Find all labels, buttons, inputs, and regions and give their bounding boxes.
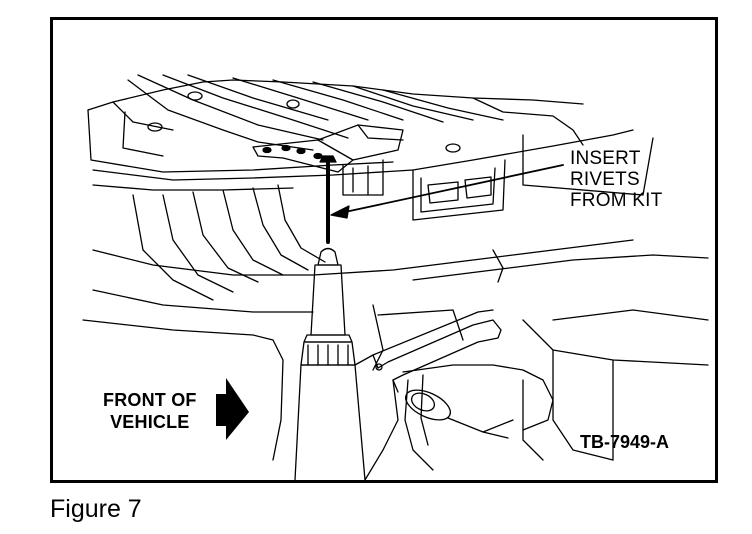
front-label-line: FRONT OF (103, 390, 197, 410)
front-of-vehicle-label: FRONT OF VEHICLE (103, 389, 197, 433)
right-arrow-icon (216, 378, 249, 440)
mounting-bracket (252, 124, 404, 173)
rivet-installation-illustration (82, 74, 709, 480)
rivet (319, 155, 337, 244)
hand (402, 364, 554, 471)
floor-pan-channels (87, 74, 584, 173)
leader-line (330, 164, 564, 219)
figure-caption: Figure 7 (50, 495, 142, 523)
callout-line: FROM KIT (570, 190, 663, 211)
front-label-line: VEHICLE (110, 412, 190, 432)
rivet-gun (294, 247, 502, 480)
callout-line: RIVETS (570, 169, 640, 190)
callout-line: INSERT (570, 148, 641, 169)
figure-frame: INSERT RIVETS FROM KIT FRONT OF VEHICLE … (50, 17, 718, 483)
reference-code: TB-7949-A (580, 432, 670, 452)
seat-frame-structure (92, 129, 709, 313)
insert-rivets-callout: INSERT RIVETS FROM KIT (570, 148, 662, 211)
